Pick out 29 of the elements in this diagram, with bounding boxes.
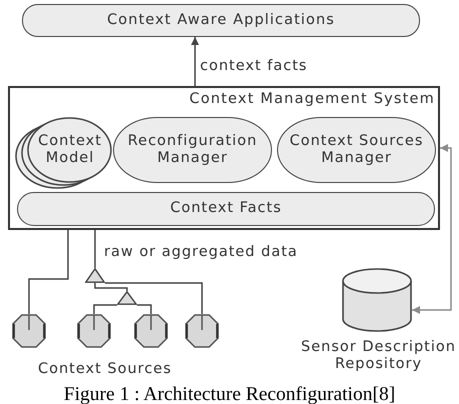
group-label: Context Sources [38, 361, 172, 378]
node-label: Context Sources Manager [288, 132, 424, 168]
connector-line [28, 230, 69, 314]
connector-line [137, 304, 152, 314]
node-label: Context Facts [170, 200, 282, 218]
node-label: Context Model [37, 132, 103, 168]
figure-caption: Figure 1 : Architecture Reconfiguration[8] [62, 385, 396, 404]
container-heading: Context Management System [189, 91, 435, 108]
source-octagon [12, 314, 46, 348]
rounded-process-box [22, 4, 420, 37]
aggregator-triangle [85, 268, 105, 283]
connector-line [94, 230, 96, 268]
database-cylinder [342, 268, 412, 332]
node-label: Context Aware Applications [107, 12, 335, 30]
system-container [8, 86, 440, 230]
arrow [412, 144, 452, 314]
connector-line [105, 282, 203, 314]
arrow [191, 37, 199, 86]
connector-line [94, 283, 128, 291]
aggregator-triangle [117, 291, 137, 305]
node-caption: Sensor Description Repository [300, 339, 457, 374]
rounded-process-box [277, 117, 436, 183]
connector-line [93, 304, 117, 314]
node-label: Reconfiguration Manager [126, 132, 258, 168]
stacked-ellipses [15, 117, 112, 189]
rounded-process-box [17, 192, 435, 226]
source-octagon [185, 314, 219, 348]
source-octagon [77, 314, 111, 348]
source-octagon [134, 314, 168, 348]
